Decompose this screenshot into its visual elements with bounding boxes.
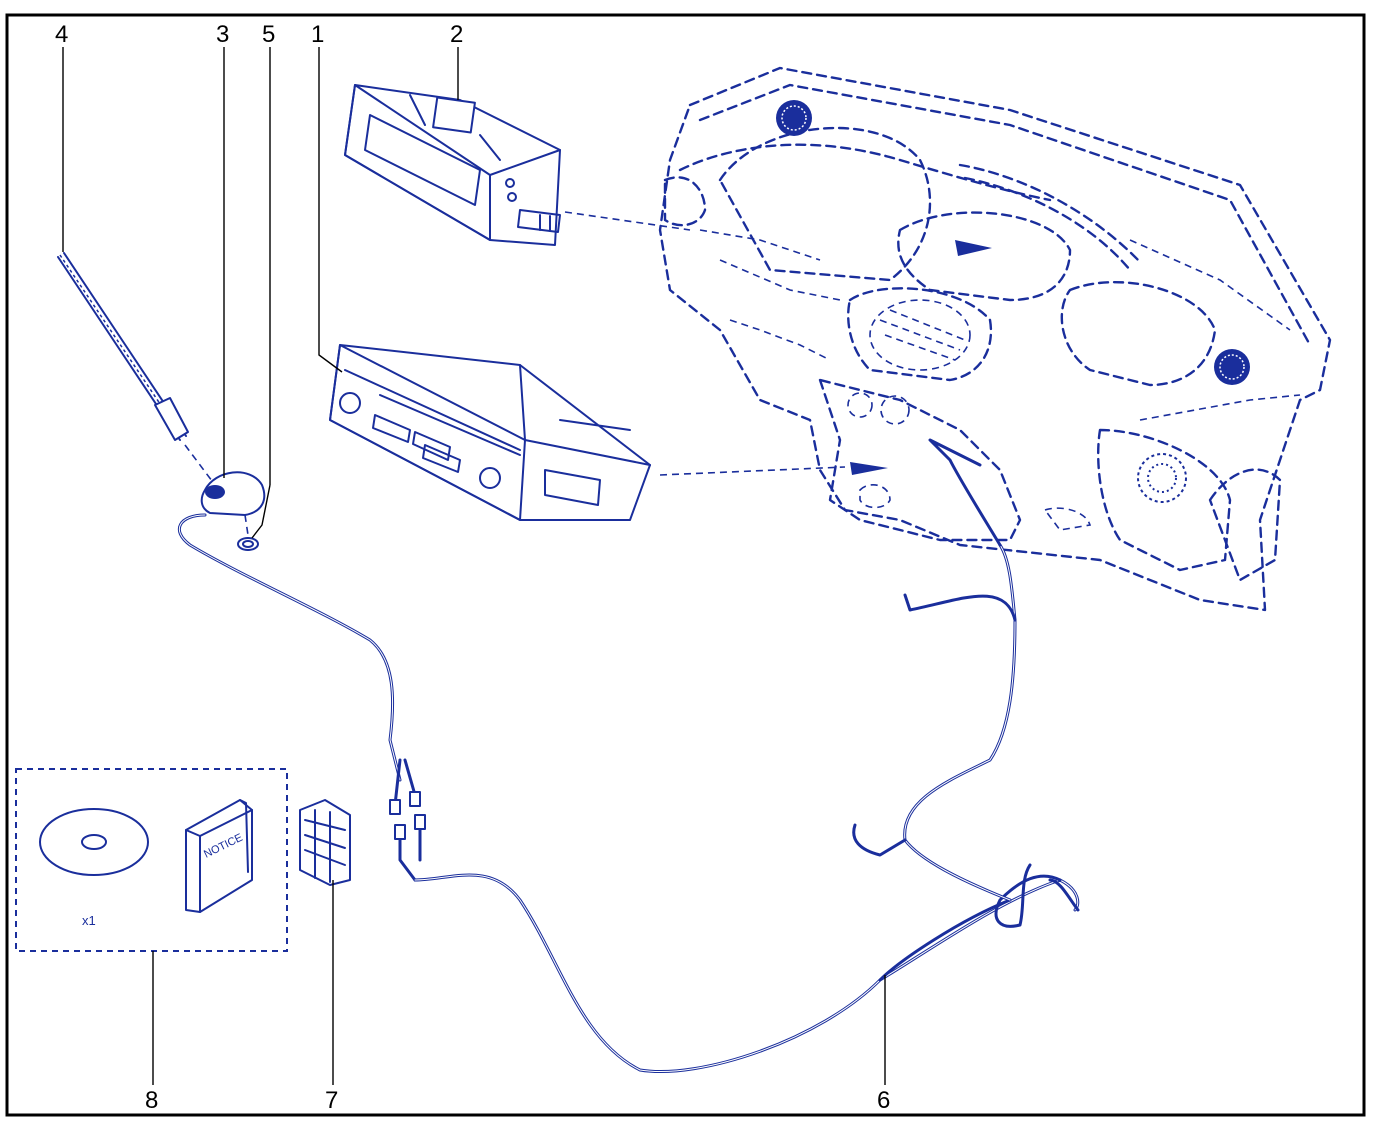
radio-connector-line bbox=[659, 466, 846, 476]
display-unit bbox=[344, 84, 561, 246]
callout-7: 7 bbox=[325, 1087, 338, 1114]
notice-booklet bbox=[185, 799, 253, 913]
callout-4: 4 bbox=[55, 21, 68, 48]
kit-contents-box bbox=[15, 768, 288, 952]
callout-1: 1 bbox=[311, 21, 324, 48]
callout-2: 2 bbox=[450, 21, 463, 48]
antenna-nut bbox=[237, 537, 259, 551]
diagram-frame bbox=[5, 13, 1366, 1117]
quantity-label: x1 bbox=[82, 913, 96, 928]
antenna-base bbox=[200, 471, 266, 536]
callout-3: 3 bbox=[216, 21, 229, 48]
display-connector-line bbox=[564, 211, 691, 231]
speaker-grilles bbox=[776, 100, 1250, 503]
wiring-harness bbox=[177, 438, 1080, 1074]
radio-cd-unit bbox=[329, 344, 651, 521]
cd-disc bbox=[39, 808, 149, 876]
antenna-rod bbox=[57, 252, 216, 486]
callout-6: 6 bbox=[877, 1087, 890, 1114]
mounting-frame bbox=[299, 799, 351, 886]
dashboard-outline bbox=[658, 66, 1332, 612]
callout-8: 8 bbox=[145, 1087, 158, 1114]
callout-5: 5 bbox=[262, 21, 275, 48]
callout-leaders bbox=[62, 47, 886, 1085]
